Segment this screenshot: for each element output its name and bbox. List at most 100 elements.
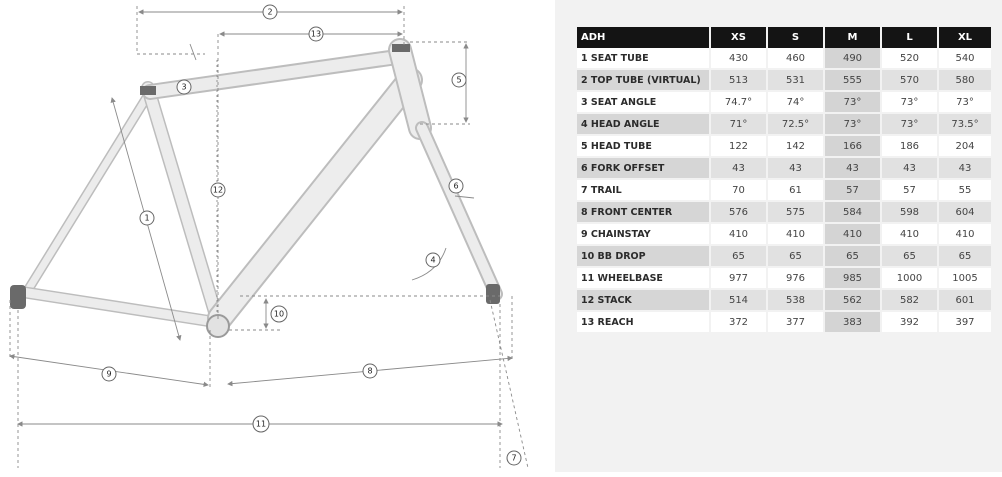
- cell-value: 540: [938, 48, 993, 70]
- svg-text:4: 4: [430, 256, 435, 265]
- cell-value: 65: [881, 245, 939, 268]
- svg-text:11: 11: [256, 420, 266, 429]
- callout-10: 10: [270, 305, 288, 323]
- cell-value: 392: [881, 311, 939, 334]
- table-row: 10 BB DROP 65 65 65 65 65: [577, 245, 993, 268]
- table-row: 4 HEAD ANGLE 71° 72.5° 73° 73° 73.5°: [577, 113, 993, 136]
- table-row: 2 TOP TUBE (VIRTUAL) 513 531 555 570 580: [577, 69, 993, 92]
- cell-value: 43: [824, 157, 882, 180]
- cell-value: 490: [824, 48, 882, 70]
- cell-value: 410: [938, 223, 993, 246]
- cell-value: 604: [938, 201, 993, 224]
- row-label: 5 HEAD TUBE: [577, 135, 711, 158]
- callout-11: 11: [252, 415, 270, 433]
- row-label: 11 WHEELBASE: [577, 267, 711, 290]
- cell-value: 383: [824, 311, 882, 334]
- svg-text:7: 7: [511, 454, 516, 463]
- cell-value: 1005: [938, 267, 993, 290]
- table-row: 9 CHAINSTAY 410 410 410 410 410: [577, 223, 993, 246]
- cell-value: 57: [881, 179, 939, 202]
- cell-value: 142: [767, 135, 825, 158]
- svg-text:1: 1: [144, 214, 149, 223]
- callout-4: 4: [425, 252, 441, 268]
- cell-value: 186: [881, 135, 939, 158]
- svg-text:6: 6: [453, 182, 458, 191]
- cell-value: 531: [767, 69, 825, 92]
- cell-value: 562: [824, 289, 882, 312]
- cell-value: 55: [938, 179, 993, 202]
- cell-value: 582: [881, 289, 939, 312]
- cell-value: 575: [767, 201, 825, 224]
- svg-text:3: 3: [181, 83, 186, 92]
- svg-text:8: 8: [367, 367, 372, 376]
- table-row: 8 FRONT CENTER 576 575 584 598 604: [577, 201, 993, 224]
- cell-value: 61: [767, 179, 825, 202]
- cell-value: 410: [767, 223, 825, 246]
- row-label: 3 SEAT ANGLE: [577, 91, 711, 114]
- table-row: 13 REACH 372 377 383 392 397: [577, 311, 993, 334]
- cell-value: 73°: [938, 91, 993, 114]
- table-row: 12 STACK 514 538 562 582 601: [577, 289, 993, 312]
- cell-value: 73°: [881, 91, 939, 114]
- header-size-m: M: [824, 27, 882, 48]
- cell-value: 977: [710, 267, 768, 290]
- cell-value: 73°: [824, 91, 882, 114]
- svg-text:5: 5: [456, 76, 461, 85]
- row-label: 1 SEAT TUBE: [577, 48, 711, 70]
- table-row: 1 SEAT TUBE 430 460 490 520 540: [577, 48, 993, 70]
- front-dropout: [486, 284, 500, 304]
- cell-value: 377: [767, 311, 825, 334]
- svg-text:9: 9: [106, 370, 111, 379]
- cell-value: 73.5°: [938, 113, 993, 136]
- cell-value: 43: [767, 157, 825, 180]
- cell-value: 74°: [767, 91, 825, 114]
- row-label: 2 TOP TUBE (VIRTUAL): [577, 69, 711, 92]
- callout-7: 7: [506, 450, 522, 466]
- callout-9: 9: [101, 366, 117, 382]
- cell-value: 460: [767, 48, 825, 70]
- callout-6: 6: [448, 178, 464, 194]
- bike-frame-drawing: 2 13 3 5 12 1 6 4: [9, 4, 529, 469]
- header-label-adh: ADH: [577, 27, 711, 48]
- cell-value: 576: [710, 201, 768, 224]
- svg-text:2: 2: [267, 8, 272, 17]
- cell-value: 538: [767, 289, 825, 312]
- cell-value: 122: [710, 135, 768, 158]
- cell-value: 584: [824, 201, 882, 224]
- cell-value: 976: [767, 267, 825, 290]
- cell-value: 65: [938, 245, 993, 268]
- header-size-s: S: [767, 27, 825, 48]
- frame-geometry-diagram: 2 13 3 5 12 1 6 4: [9, 4, 529, 469]
- row-label: 9 CHAINSTAY: [577, 223, 711, 246]
- cell-value: 570: [881, 69, 939, 92]
- row-label: 7 TRAIL: [577, 179, 711, 202]
- header-size-l: L: [881, 27, 939, 48]
- cell-value: 372: [710, 311, 768, 334]
- svg-text:13: 13: [311, 30, 321, 39]
- cell-value: 430: [710, 48, 768, 70]
- cell-value: 410: [824, 223, 882, 246]
- cell-value: 72.5°: [767, 113, 825, 136]
- row-label: 12 STACK: [577, 289, 711, 312]
- row-label: 13 REACH: [577, 311, 711, 334]
- callout-8: 8: [362, 363, 378, 379]
- cell-value: 397: [938, 311, 993, 334]
- cell-value: 73°: [881, 113, 939, 136]
- svg-text:10: 10: [274, 310, 284, 319]
- callout-5: 5: [451, 72, 467, 88]
- callout-3: 3: [176, 79, 192, 95]
- cell-value: 65: [824, 245, 882, 268]
- row-label: 8 FRONT CENTER: [577, 201, 711, 224]
- table-row: 3 SEAT ANGLE 74.7° 74° 73° 73° 73°: [577, 91, 993, 114]
- table-row: 11 WHEELBASE 977 976 985 1000 1005: [577, 267, 993, 290]
- callout-13: 13: [308, 26, 324, 42]
- headset-cap: [392, 44, 410, 52]
- cell-value: 601: [938, 289, 993, 312]
- cell-value: 70: [710, 179, 768, 202]
- cell-value: 57: [824, 179, 882, 202]
- cell-value: 43: [881, 157, 939, 180]
- cell-value: 520: [881, 48, 939, 70]
- row-label: 4 HEAD ANGLE: [577, 113, 711, 136]
- row-label: 6 FORK OFFSET: [577, 157, 711, 180]
- cell-value: 513: [710, 69, 768, 92]
